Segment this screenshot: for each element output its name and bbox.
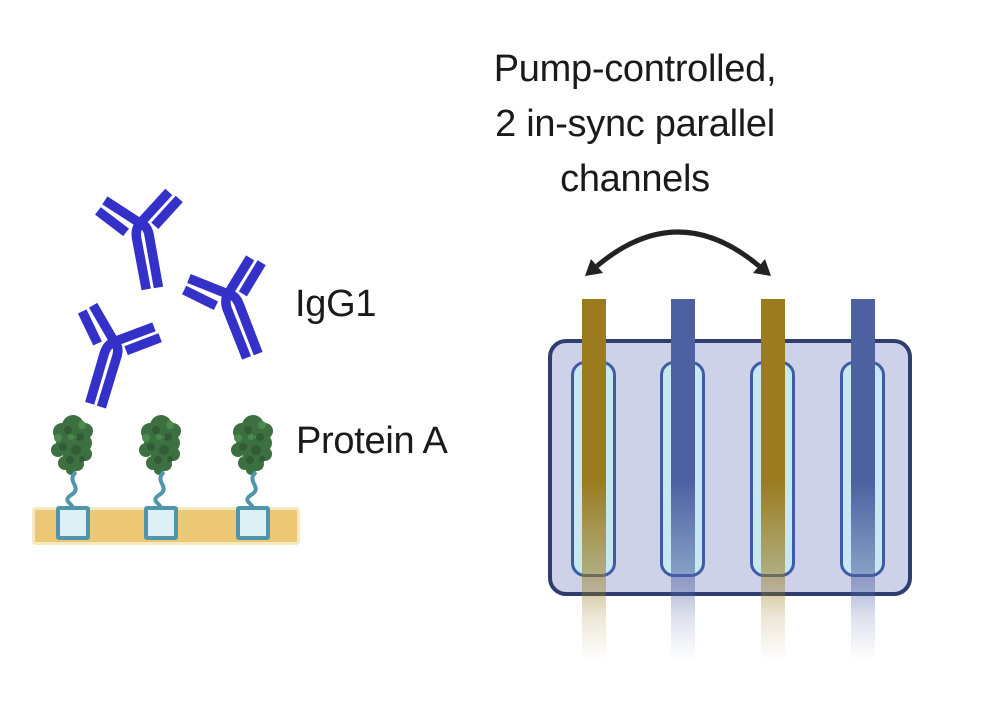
protein-a-icon <box>49 413 95 540</box>
protein-a-label: Protein A <box>296 420 448 462</box>
title-line-2: 2 in-sync parallel <box>495 103 775 145</box>
fluid-tube <box>761 299 785 661</box>
title-line-1: Pump-controlled, <box>493 48 777 90</box>
fluid-tube <box>671 299 695 661</box>
igg1-label: IgG1 <box>295 283 377 325</box>
fluid-tube <box>851 299 875 661</box>
diagram-title: Pump-controlled, 2 in-sync parallel chan… <box>450 42 820 207</box>
protein-a-icon <box>229 413 275 540</box>
protein-a-icon <box>137 413 183 540</box>
sync-arrow-icon <box>585 229 771 276</box>
title-line-3: channels <box>560 158 710 200</box>
fluid-tube <box>582 299 606 661</box>
antibody-icon <box>167 241 279 371</box>
